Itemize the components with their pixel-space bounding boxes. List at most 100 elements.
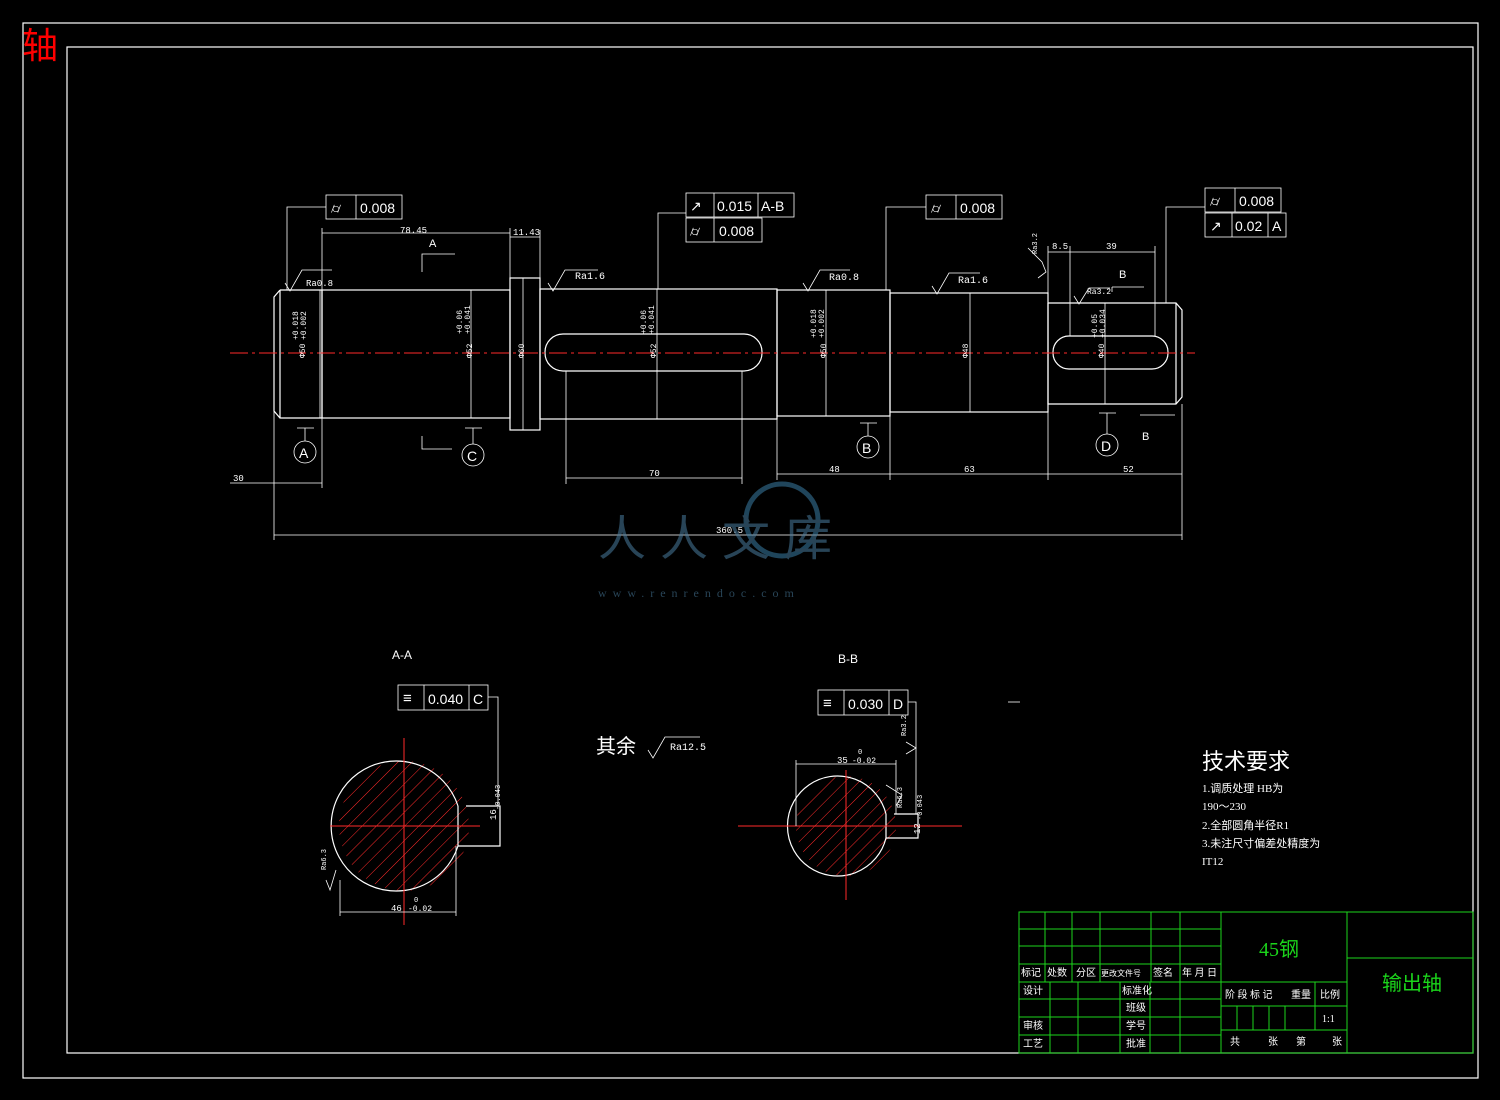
- tb-review: 审核: [1023, 1019, 1043, 1032]
- dim-11-43: 11.43: [513, 228, 540, 238]
- tb-hdr-mark: 标记: [1021, 967, 1041, 979]
- tb-approve: 批准: [1126, 1037, 1146, 1050]
- tol-frame-1: ⌭ 0.008: [325, 194, 403, 220]
- dia-5-tol-lo: +0.002: [818, 309, 827, 338]
- dia-2: Φ52: [466, 343, 475, 358]
- ra-aa: Ra6.3: [321, 849, 329, 870]
- dia-6: Φ48: [962, 343, 971, 358]
- tb-process: 工艺: [1023, 1038, 1043, 1050]
- dia-1-tol-lo: +0.002: [300, 311, 309, 340]
- diameter-dimension-lines: [319, 278, 1106, 430]
- tech-req-line-5: IT12: [1202, 856, 1223, 868]
- section-bb-title: B-B: [838, 652, 858, 666]
- tech-req-line-3: 2.全部圆角半径R1: [1202, 818, 1289, 832]
- tolerance-leaders: [286, 206, 1205, 703]
- svg-text:0.030: 0.030: [848, 696, 883, 712]
- cylindricity-icon: ⌭: [331, 200, 341, 216]
- tech-req-line-4: 3.未注尺寸偏差处精度为: [1202, 836, 1320, 850]
- tb-design: 设计: [1023, 984, 1043, 997]
- bb-width: 35: [837, 756, 848, 766]
- svg-text:0.040: 0.040: [428, 691, 463, 707]
- runout-icon: ↗: [690, 198, 702, 214]
- svg-text:张: 张: [1332, 1036, 1342, 1048]
- dia-4-tol-lo: +0.041: [648, 305, 657, 334]
- tb-hdr-count: 处数: [1047, 966, 1067, 979]
- datum-C: C: [461, 427, 485, 467]
- tol-frame-2: ↗ 0.015 A-B: [685, 192, 795, 218]
- svg-text:人人文库: 人人文库: [598, 513, 846, 566]
- tb-student-id: 学号: [1126, 1019, 1146, 1032]
- symmetry-icon: ≡: [403, 690, 412, 707]
- ra-1: Ra0.8: [306, 279, 333, 289]
- dim-30: 30: [233, 474, 244, 484]
- section-mark-B-top: B: [1119, 269, 1126, 281]
- cylindricity-icon: ⌭: [931, 200, 941, 216]
- tb-scale-value: 1:1: [1322, 1014, 1335, 1025]
- cylindricity-icon: ⌭: [1210, 193, 1220, 209]
- svg-text:0.008: 0.008: [360, 200, 395, 216]
- svg-text:C: C: [467, 448, 477, 464]
- svg-text:A: A: [299, 445, 309, 461]
- tech-req-line-1: 1.调质处理 HB为: [1202, 782, 1283, 795]
- svg-text:-0.043: -0.043: [495, 785, 503, 810]
- datum-B: B: [856, 422, 880, 459]
- horizontal-dimensions: [230, 228, 1183, 540]
- svg-text:D: D: [1101, 438, 1111, 454]
- aa-key-width: 16: [489, 809, 499, 820]
- runout-icon: ↗: [1210, 218, 1222, 234]
- dia-7-tol-up: +0.05: [1091, 314, 1100, 338]
- rest-roughness-value: Ra12.5: [670, 743, 706, 754]
- svg-text:-0.02: -0.02: [408, 905, 432, 914]
- tech-req-line-2: 190～230: [1202, 801, 1246, 813]
- tb-hdr-sign: 签名: [1153, 966, 1173, 979]
- page-title: 轴: [22, 26, 58, 66]
- section-bb: [738, 760, 962, 900]
- section-cut-markers: [421, 253, 1175, 450]
- dim-39: 39: [1106, 242, 1117, 252]
- watermark: 人人文库 www.renrendoc.com: [598, 481, 846, 600]
- tb-hdr-zone: 分区: [1076, 967, 1096, 979]
- dia-2-tol-lo: +0.041: [464, 305, 473, 334]
- svg-text:0: 0: [858, 749, 862, 757]
- part-name: 输出轴: [1382, 972, 1442, 995]
- dia-4: Φ52: [650, 343, 659, 358]
- svg-text:C: C: [473, 691, 483, 707]
- datum-D: D: [1095, 412, 1119, 457]
- dia-5: Φ50: [820, 343, 829, 358]
- tb-scale-label: 比例: [1320, 988, 1340, 1001]
- section-mark-B-bottom: B: [1142, 431, 1149, 443]
- rest-roughness-label: 其余: [596, 735, 636, 758]
- outer-border: [22, 22, 1479, 1079]
- ra-2: Ra1.6: [575, 272, 605, 283]
- svg-text:0.008: 0.008: [1239, 193, 1274, 209]
- symmetry-icon: ≡: [823, 695, 832, 712]
- tb-hdr-date: 年 月 日: [1182, 966, 1217, 979]
- dim-70: 70: [649, 469, 660, 479]
- svg-text:A-B: A-B: [761, 198, 784, 214]
- svg-text:0.015: 0.015: [717, 198, 752, 214]
- svg-text:张: 张: [1268, 1036, 1278, 1048]
- svg-text:0.008: 0.008: [960, 200, 995, 216]
- tol-frame-bb: ≡ 0.030 D: [817, 689, 917, 814]
- tb-standard: 标准化: [1122, 984, 1152, 997]
- svg-text:0.008: 0.008: [719, 223, 754, 239]
- svg-text:D: D: [893, 696, 903, 712]
- dim-63: 63: [964, 465, 975, 475]
- section-aa-title: A-A: [392, 648, 412, 662]
- ra-4: Ra1.6: [958, 276, 988, 287]
- dia-5-tol-up: +0.018: [810, 309, 819, 338]
- bb-key-width: 12: [913, 823, 923, 834]
- dia-3: Φ60: [518, 343, 527, 358]
- ra-bb-top: Ra3.2: [901, 715, 909, 736]
- ra-6: Ra3.2: [1032, 233, 1040, 254]
- dia-1: Φ50: [299, 343, 308, 358]
- tb-stage: 阶 段 标 记: [1225, 988, 1273, 1001]
- tb-sheet-num: 第: [1296, 1035, 1306, 1048]
- ra-5: Ra3.2: [1087, 288, 1111, 297]
- roughness-symbols: [284, 269, 1110, 759]
- section-mark-A: A: [429, 238, 437, 250]
- tb-sheet-total: 共: [1230, 1036, 1240, 1048]
- dia-2-tol-up: +0.06: [456, 310, 465, 334]
- tol-frame-6: ↗ 0.02 A: [1204, 212, 1287, 238]
